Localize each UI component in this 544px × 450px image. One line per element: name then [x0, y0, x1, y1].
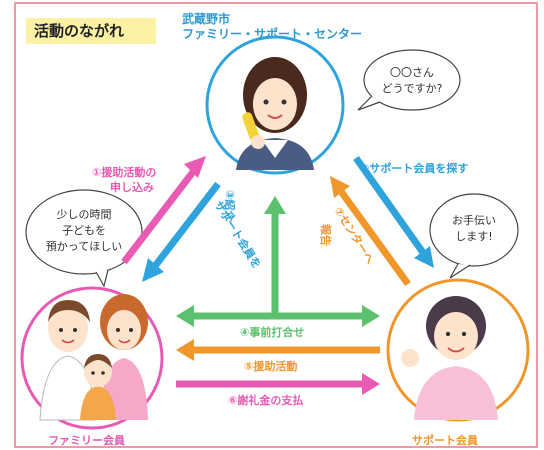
- arrow-step6: [176, 373, 380, 395]
- step1-label-line2: 申し込み: [110, 180, 154, 194]
- step6-label: ⑥謝礼金の支払: [228, 393, 303, 407]
- arrow-step1: [121, 156, 206, 265]
- support-member-icon: [401, 296, 498, 420]
- arrow-step5: [176, 339, 380, 361]
- step2-label: ②サポート会員を探す: [360, 161, 468, 175]
- step3-label-line2: サポート会員を: [211, 198, 264, 271]
- bubble-family: 少しの時間 子どもを 預かってほしい: [25, 189, 143, 288]
- bubble-family-line1: 少しの時間: [57, 208, 112, 221]
- center-name: 武蔵野市 ファミリー・サポート・センター: [182, 12, 362, 42]
- bubble-center: 〇〇さん どうですか?: [357, 49, 461, 111]
- step1-label-line1: ①援助活動の: [92, 165, 156, 179]
- center-name-line1: 武蔵野市: [182, 12, 231, 26]
- bubble-support: お手伝い します!: [429, 193, 519, 279]
- center-name-line2: ファミリー・サポート・センター: [182, 27, 363, 41]
- arrow-step4: [176, 196, 380, 327]
- arrow-step3: [142, 181, 221, 282]
- step7-label-line2: 報告: [319, 224, 333, 246]
- bubble-family-line3: 預かってほしい: [46, 240, 122, 253]
- arrow-step2: [353, 155, 434, 268]
- family-member-label: ファミリー会員: [48, 434, 125, 447]
- diagram-title: 活動のながれ: [26, 18, 156, 44]
- arrow-step7: [330, 176, 411, 287]
- bubble-support-line1: お手伝い: [452, 213, 496, 227]
- step5-label: ⑤援助活動: [244, 359, 297, 373]
- step4-label: ④事前打合せ: [240, 325, 304, 339]
- support-member-label: サポート会員: [412, 434, 478, 447]
- center-staff-icon: [236, 57, 314, 170]
- family-members-icon: [39, 294, 148, 421]
- bubble-center-line1: 〇〇さん: [390, 66, 434, 79]
- bubble-center-line2: どうですか?: [382, 82, 443, 95]
- bubble-family-line2: 子どもを: [62, 224, 106, 237]
- step3-label-line1: ③紹介: [223, 190, 237, 222]
- bubble-support-line2: します!: [455, 230, 492, 243]
